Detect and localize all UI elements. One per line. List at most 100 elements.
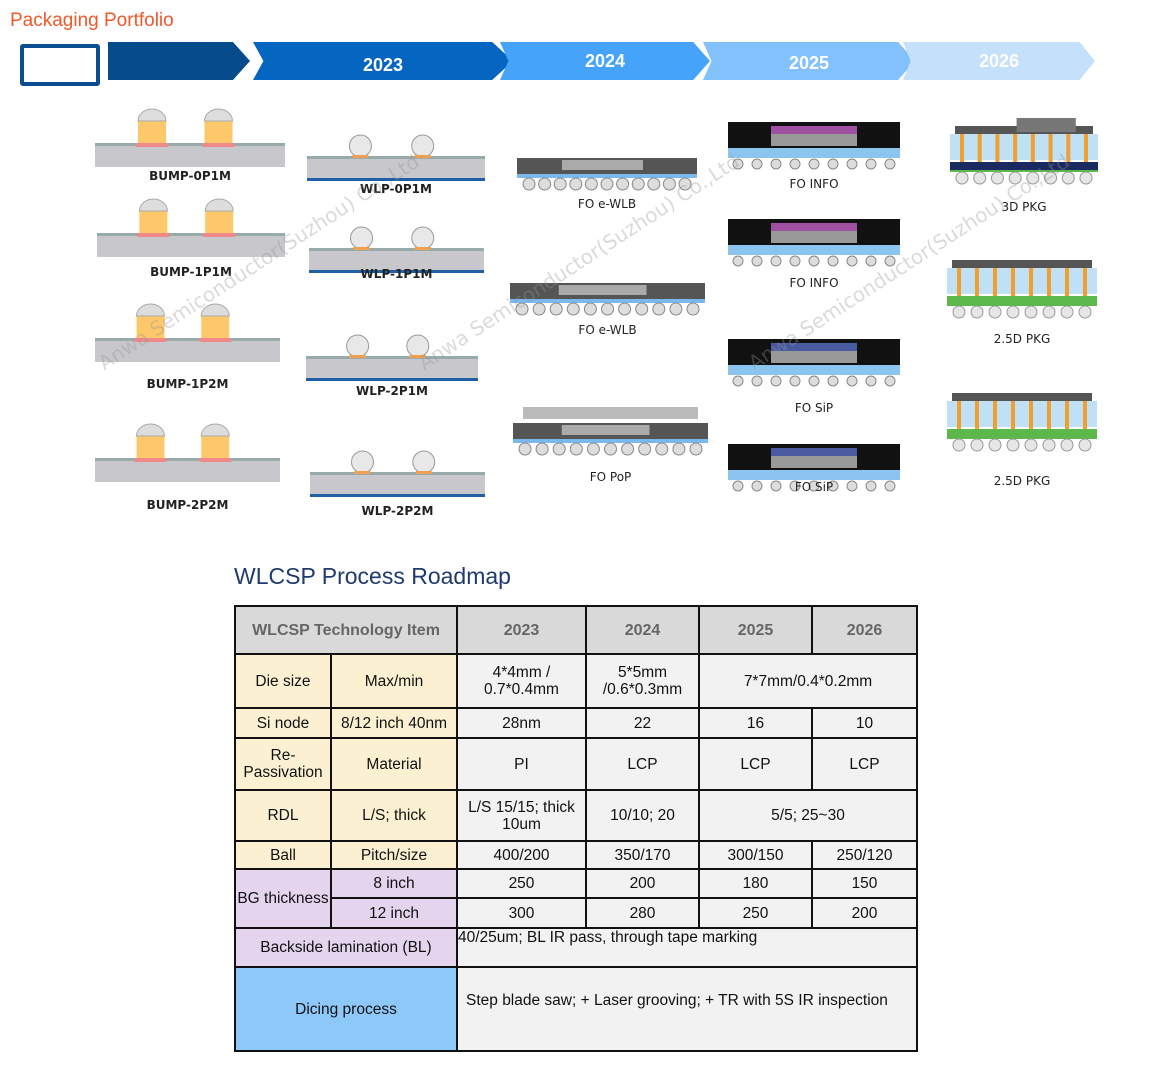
package-label: 3D PKG [1001,200,1047,214]
package-diagram-fo: FO e-WLB [510,265,705,337]
row-label: Dicing process [234,966,458,1052]
cell: LCP [811,737,918,791]
row-label: BG thickness [234,868,332,929]
package-diagram-fopop: FO PoP [513,405,708,484]
roadmap-title: WLCSP Process Roadmap [234,563,511,589]
page-title: Packaging Portfolio [10,10,174,31]
cell: L/S 15/15; thick 10um [456,789,587,842]
row-sublabel: Max/min [330,653,458,709]
cell: 200 [811,897,918,929]
row-sublabel: Material [330,737,458,791]
cell: 400/200 [456,840,587,870]
table-row: Backside lamination (BL)40/25um; BL IR p… [234,927,918,968]
cell: 28nm [456,707,587,739]
cell: 300 [456,897,587,929]
row-sublabel: 12 inch [330,897,458,929]
cell: 16 [698,707,813,739]
package-diagram-bump: BUMP-1P1M [97,195,285,279]
header-2024: 2024 [585,605,700,655]
header-2023: 2023 [456,605,587,655]
package-label: 2.5D PKG [993,474,1051,488]
package-label: BUMP-1P2M [146,377,229,391]
cell: 40/25um; BL IR pass, through tape markin… [456,927,918,968]
package-diagram-info: FO INFO [728,118,900,191]
cell: 4*4mm / 0.7*0.4mm [456,653,587,709]
cell: LCP [585,737,700,791]
cell: 180 [698,868,813,899]
package-diagram-fo: FO e-WLB [517,140,697,211]
package-diagram-bump: BUMP-2P2M [95,420,280,512]
cell: 5/5; 25~30 [698,789,918,842]
package-label: BUMP-1P1M [150,265,232,279]
package-label: WLP-2P1M [356,384,428,398]
timeline-arrow-start [108,42,250,80]
package-label: WLP-2P2M [361,504,434,518]
package-label: 2.5D PKG [993,332,1051,346]
row-label: Re-Passivation [234,737,332,791]
cell: 250/120 [811,840,918,870]
package-label: BUMP-2P2M [146,498,229,512]
cell: 350/170 [585,840,700,870]
row-label: Ball [234,840,332,870]
cell: PI [456,737,587,791]
cell: 10 [811,707,918,739]
timeline-arrow-2025: 2025 [703,42,915,80]
package-label: BUMP-0P1M [149,169,231,183]
cell: 7*7mm/0.4*0.2mm [698,653,918,709]
package-diagram-bump: BUMP-1P2M [95,300,280,391]
timeline-arrow-2023: 2023 [253,42,513,80]
package-label: FO SiP [794,401,834,415]
cell: 10/10; 20 [585,789,700,842]
row-label: Die size [234,653,332,709]
cell: Step blade saw; + Laser grooving; + TR w… [456,966,918,1052]
timeline-arrow-2024: 2024 [500,42,710,80]
cell: 5*5mm /0.6*0.3mm [585,653,700,709]
timeline-arrow-2026: 2026 [903,42,1095,80]
cell: 22 [585,707,700,739]
header-2025: 2025 [698,605,813,655]
package-diagram-wlp: WLP-0P1M [307,118,485,196]
row-label: RDL [234,789,332,842]
row-label: Backside lamination (BL) [234,927,458,968]
row-sublabel: 8/12 inch 40nm [330,707,458,739]
header-item: WLCSP Technology Item [234,605,458,655]
package-label: FO e-WLB [577,197,637,211]
package-label: FO INFO [789,177,839,191]
package-label: FO INFO [789,276,839,290]
package-label: WLP-0P1M [360,182,432,196]
cell: 250 [698,897,813,929]
package-diagram-25d: 2.5D PKG [947,252,1097,346]
package-label: FO PoP [589,470,632,484]
row-sublabel: L/S; thick [330,789,458,842]
package-diagram-3d: 3D PKG [950,118,1098,214]
package-diagram-bump: BUMP-0P1M [95,105,285,183]
row-label: Si node [234,707,332,739]
cell: 150 [811,868,918,899]
package-diagram-sip: FO SiP [728,335,900,415]
package-diagram-info: FO INFO [728,215,900,290]
cell: 300/150 [698,840,813,870]
package-label: WLP-1P1M [360,267,433,281]
cell: 250 [456,868,587,899]
cell: 200 [585,868,700,899]
package-label: FO e-WLB [578,323,637,337]
package-diagram-sip: FO SiP [728,440,900,510]
package-diagram-25d: 2.5D PKG [947,385,1097,488]
package-diagram-wlp: WLP-2P2M [310,434,485,518]
package-diagram-wlp: WLP-2P1M [306,318,478,398]
row-sublabel: Pitch/size [330,840,458,870]
package-diagram-wlp: WLP-1P1M [309,210,484,281]
package-label: FO SiP [794,480,834,494]
timeline-start-box [20,44,100,86]
row-sublabel: 8 inch [330,868,458,899]
